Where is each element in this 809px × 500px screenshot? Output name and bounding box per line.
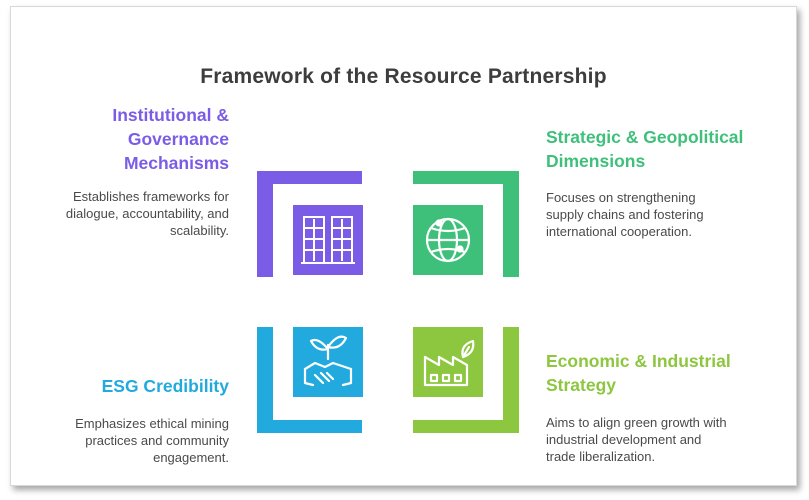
diagram-card: Framework of the Resource Partnership In… [10,6,797,486]
strategic-heading: Strategic & Geopolitical Dimensions [546,127,744,171]
esg-icon-tile [293,327,363,397]
institutional-frame [257,171,362,277]
diagram-title: Framework of the Resource Partnership [200,65,607,88]
factory-leaf-icon [423,339,475,387]
economic-heading: Economic & Industrial Strategy [546,351,731,395]
institutional-description: Establishes frameworks for dialogue, acc… [65,189,229,238]
esg-description: Emphasizes ethical mining practices and … [75,416,229,465]
esg-frame [257,327,362,433]
esg-heading: ESG Credibility [101,376,229,396]
institutional-heading: Institutional & Governance Mechanisms [112,105,229,173]
economic-frame [413,327,519,433]
globe-icon [425,217,471,263]
quadrant-frames [257,171,519,433]
strategic-frame [413,171,519,277]
economic-description: Aims to align green growth with industri… [546,415,727,464]
handshake-plant-icon [303,335,353,387]
building-icon [301,216,355,264]
strategic-description: Focuses on strengthening supply chains a… [546,190,704,239]
